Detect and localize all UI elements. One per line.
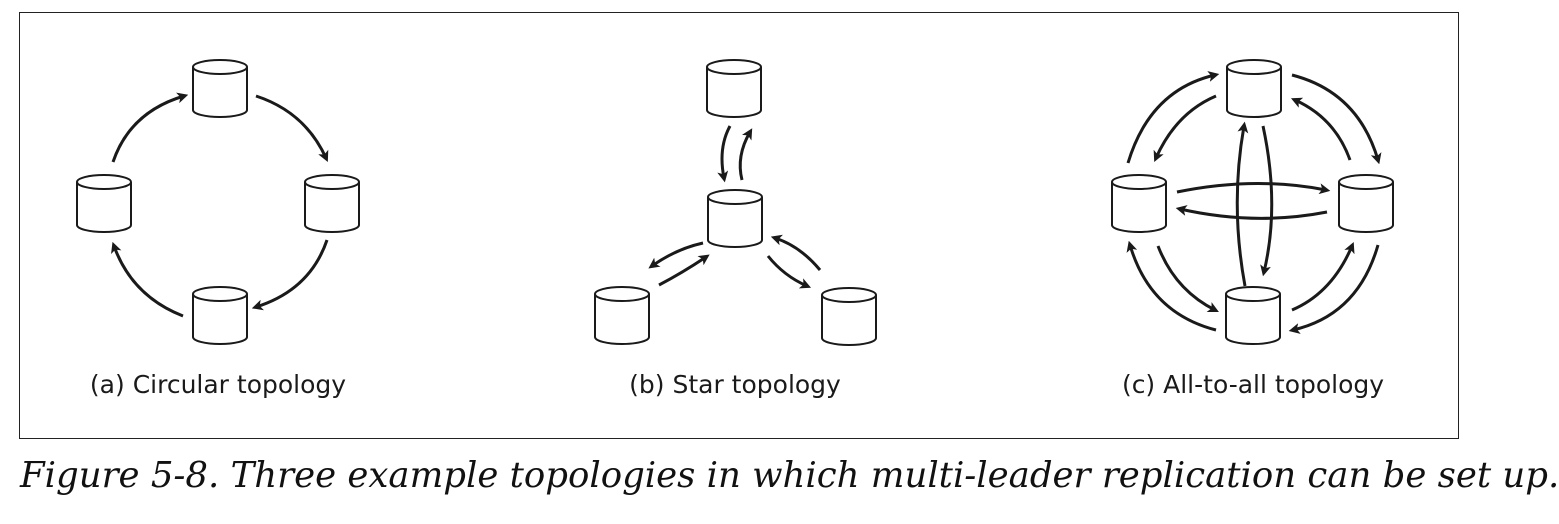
database-icon: [821, 287, 877, 346]
database-icon: [76, 174, 132, 233]
database-icon: [594, 286, 650, 345]
replication-arrow: [1235, 121, 1249, 287]
database-icon: [1226, 59, 1282, 118]
replication-arrow: [1126, 240, 1217, 332]
star-topology: [594, 59, 877, 346]
replication-arrow: [1288, 244, 1380, 334]
replication-arrow: [251, 239, 329, 311]
topology-diagram: [76, 59, 1394, 346]
database-icon: [706, 59, 762, 118]
database-icon: [192, 59, 248, 118]
panel-label-circular: (a) Circular topology: [89, 370, 347, 399]
replication-arrow: [658, 254, 710, 287]
circular-topology: [76, 59, 360, 345]
replication-arrow: [111, 241, 184, 318]
replication-arrow: [766, 255, 812, 289]
figure-frame: [19, 12, 1459, 439]
panel-label-star: (b) Star topology: [629, 370, 841, 399]
database-icon: [707, 189, 763, 248]
database-icon: [1225, 286, 1281, 345]
replication-arrow: [648, 241, 704, 269]
replication-arrow: [1290, 97, 1352, 161]
replication-arrow: [1175, 205, 1328, 220]
replication-arrow: [1260, 125, 1274, 277]
database-icon: [1111, 174, 1167, 233]
replication-arrow: [1291, 241, 1355, 312]
replication-arrow: [738, 128, 753, 181]
panel-label-all-to-all: (c) All-to-all topology: [1121, 370, 1385, 399]
all-to-all-topology: [1111, 59, 1394, 345]
replication-arrow: [1126, 71, 1220, 164]
replication-arrow: [1156, 245, 1219, 312]
database-icon: [192, 286, 248, 345]
figure-caption: Figure 5-8. Three example topologies in …: [20, 455, 1559, 496]
replication-arrow: [1153, 94, 1217, 163]
replication-arrow: [717, 125, 732, 183]
replication-arrow: [1176, 181, 1331, 195]
replication-arrow: [1291, 73, 1382, 165]
database-icon: [1338, 174, 1394, 233]
replication-arrow: [255, 94, 329, 163]
replication-arrow: [111, 92, 189, 163]
database-icon: [304, 174, 360, 233]
replication-arrow: [770, 234, 822, 271]
